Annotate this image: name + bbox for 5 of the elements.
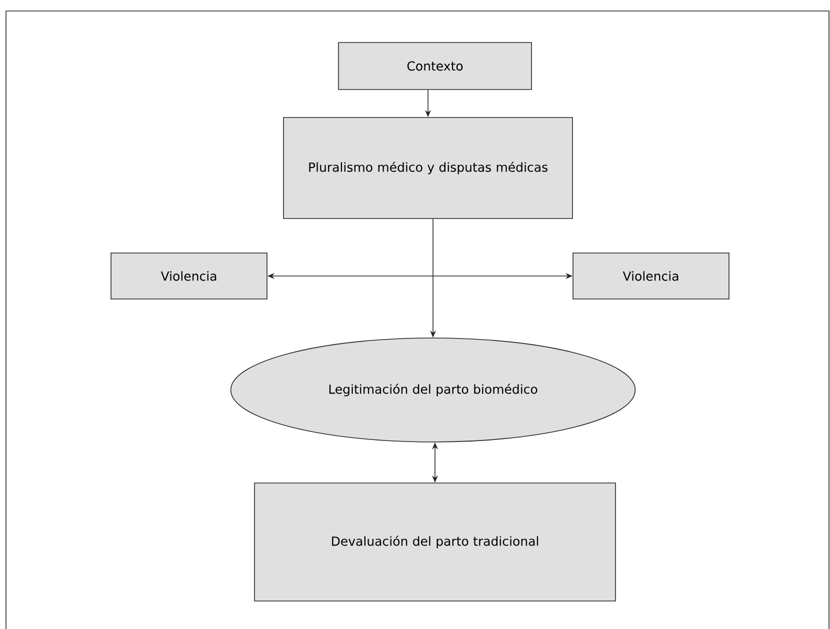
process-box: Devaluación del parto tradicional: [254, 482, 616, 602]
process-box: Violencia: [110, 252, 268, 300]
process-box: Contexto: [338, 42, 532, 90]
process-box: Pluralismo médico y disputas médicas: [283, 117, 573, 219]
process-box: Violencia: [572, 252, 730, 300]
